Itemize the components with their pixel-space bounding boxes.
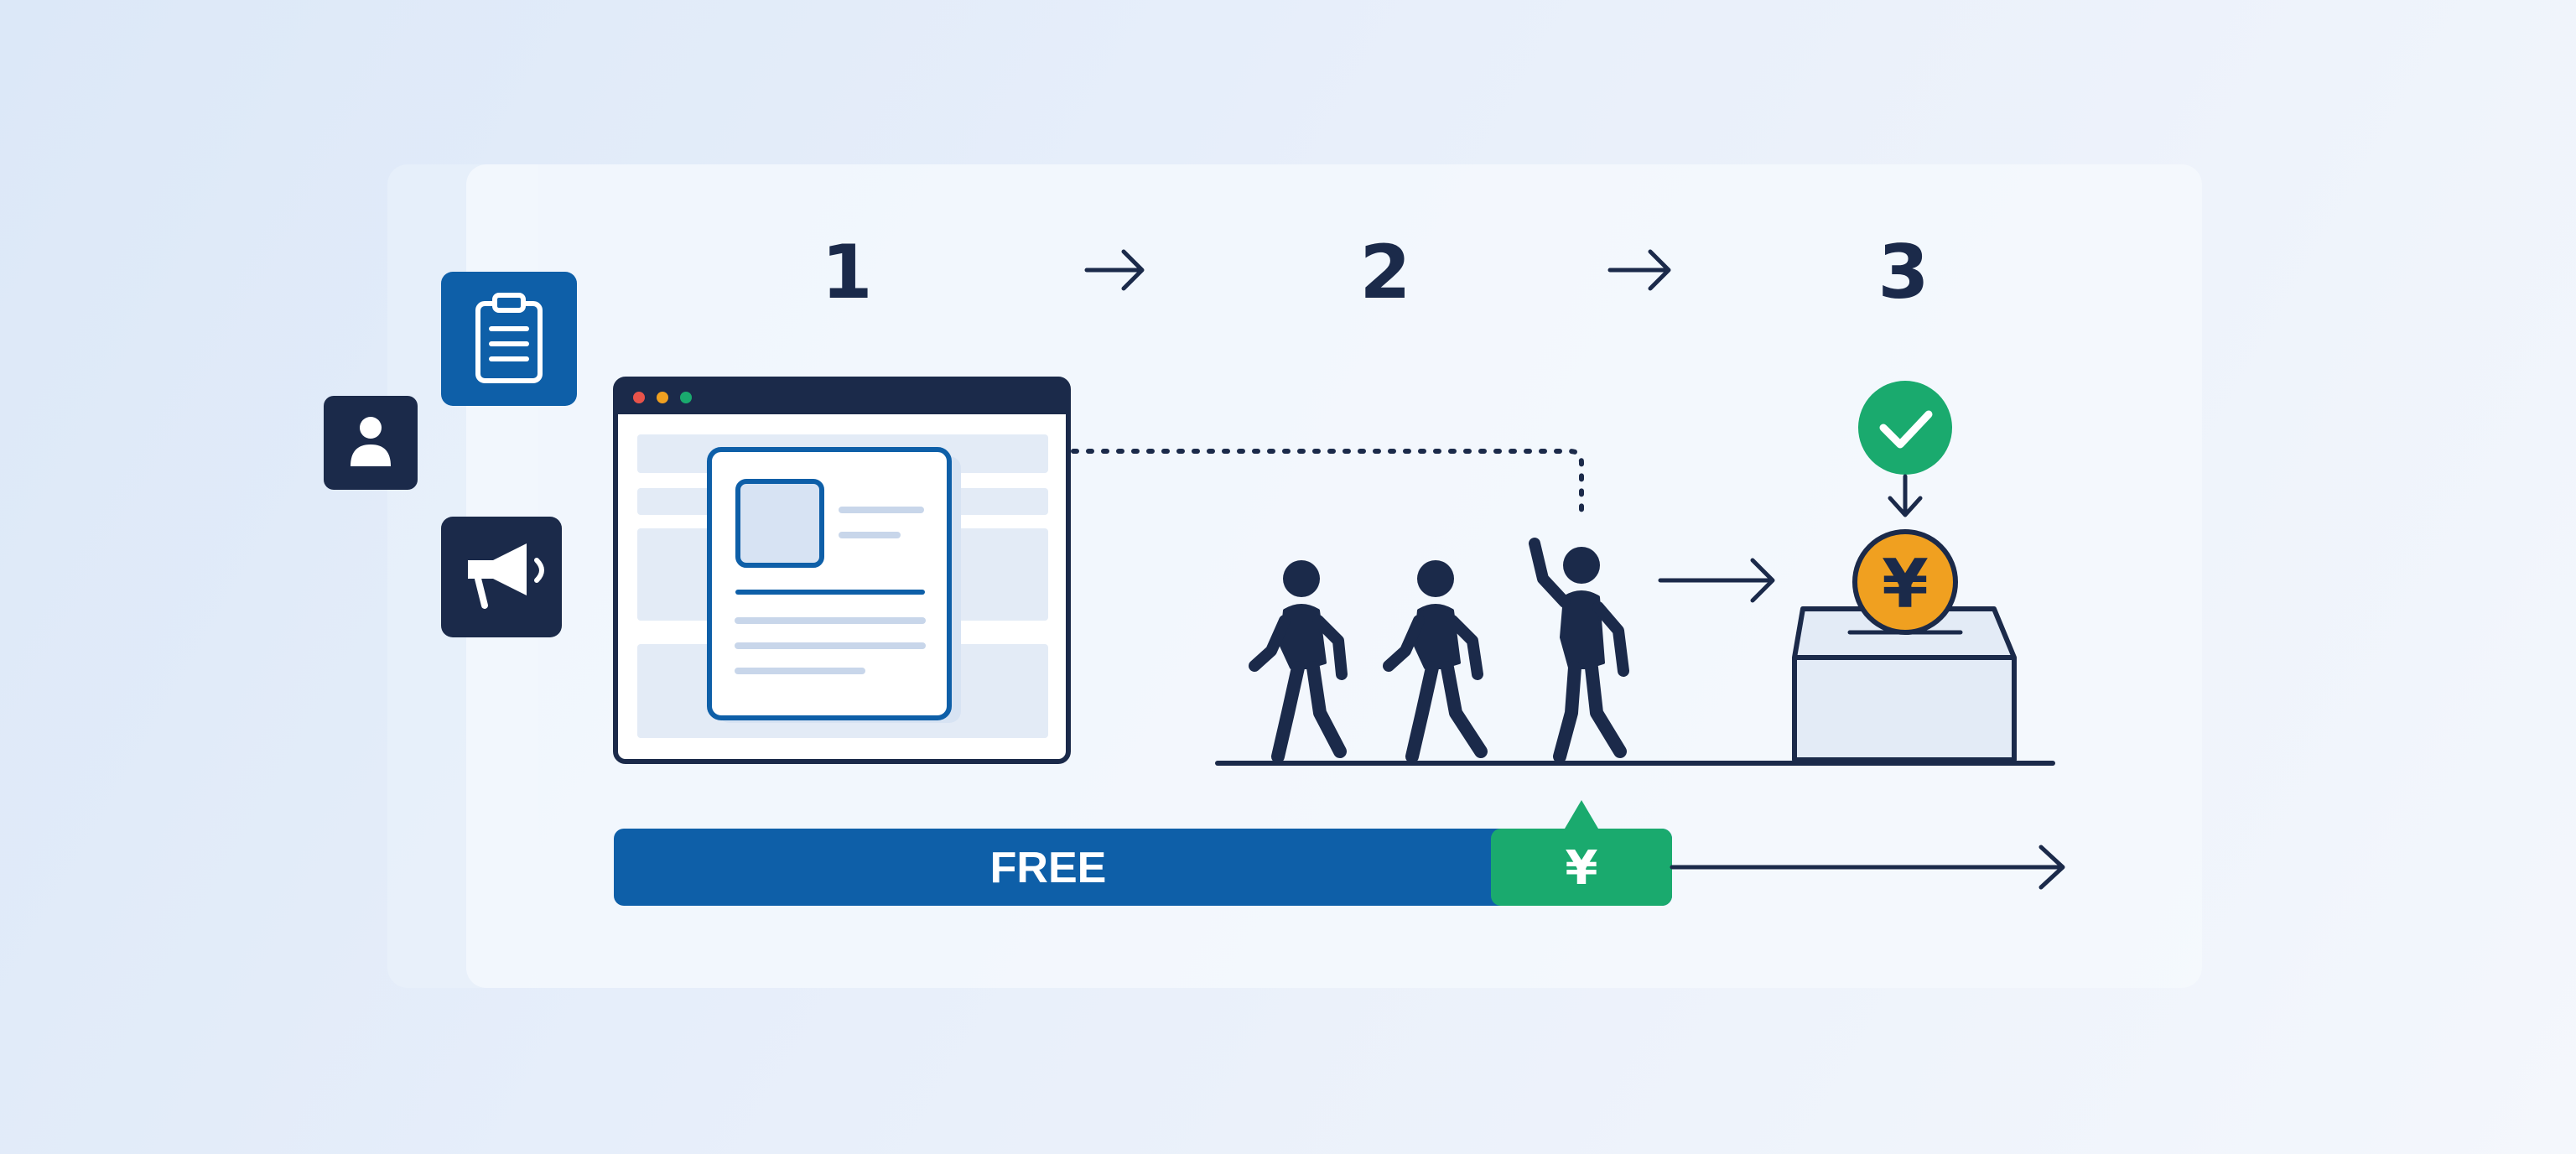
clipboard-icon	[441, 272, 577, 406]
person-icon	[324, 396, 418, 490]
pricing-timeline: FREE ¥	[614, 800, 2065, 906]
paid-label: ¥	[1566, 841, 1598, 896]
coin-symbol: ¥	[1882, 545, 1929, 623]
browser-window	[613, 377, 1071, 764]
step-arrow-1-2	[1084, 249, 1145, 291]
step-arrow-2-3	[1607, 249, 1671, 291]
dotted-connector	[1071, 449, 1584, 521]
person-figure-3-raising-hand	[1529, 538, 1629, 763]
check-icon	[1858, 381, 1952, 475]
people-to-box-arrow	[1658, 558, 1775, 603]
person-figure-1	[1249, 560, 1348, 763]
free-label: FREE	[990, 844, 1107, 892]
free-segment	[614, 829, 1672, 906]
payment-box	[1792, 606, 2017, 762]
paid-marker	[1565, 800, 1598, 829]
person-figure-2	[1383, 560, 1488, 763]
yen-coin-icon: ¥	[1852, 529, 1958, 635]
step-number-3: 3	[1877, 229, 1929, 315]
step-number-1: 1	[821, 229, 872, 315]
megaphone-icon	[441, 517, 562, 637]
check-down-arrow	[1888, 474, 1923, 517]
step-number-2: 2	[1359, 229, 1410, 315]
paid-segment	[1491, 829, 1672, 906]
